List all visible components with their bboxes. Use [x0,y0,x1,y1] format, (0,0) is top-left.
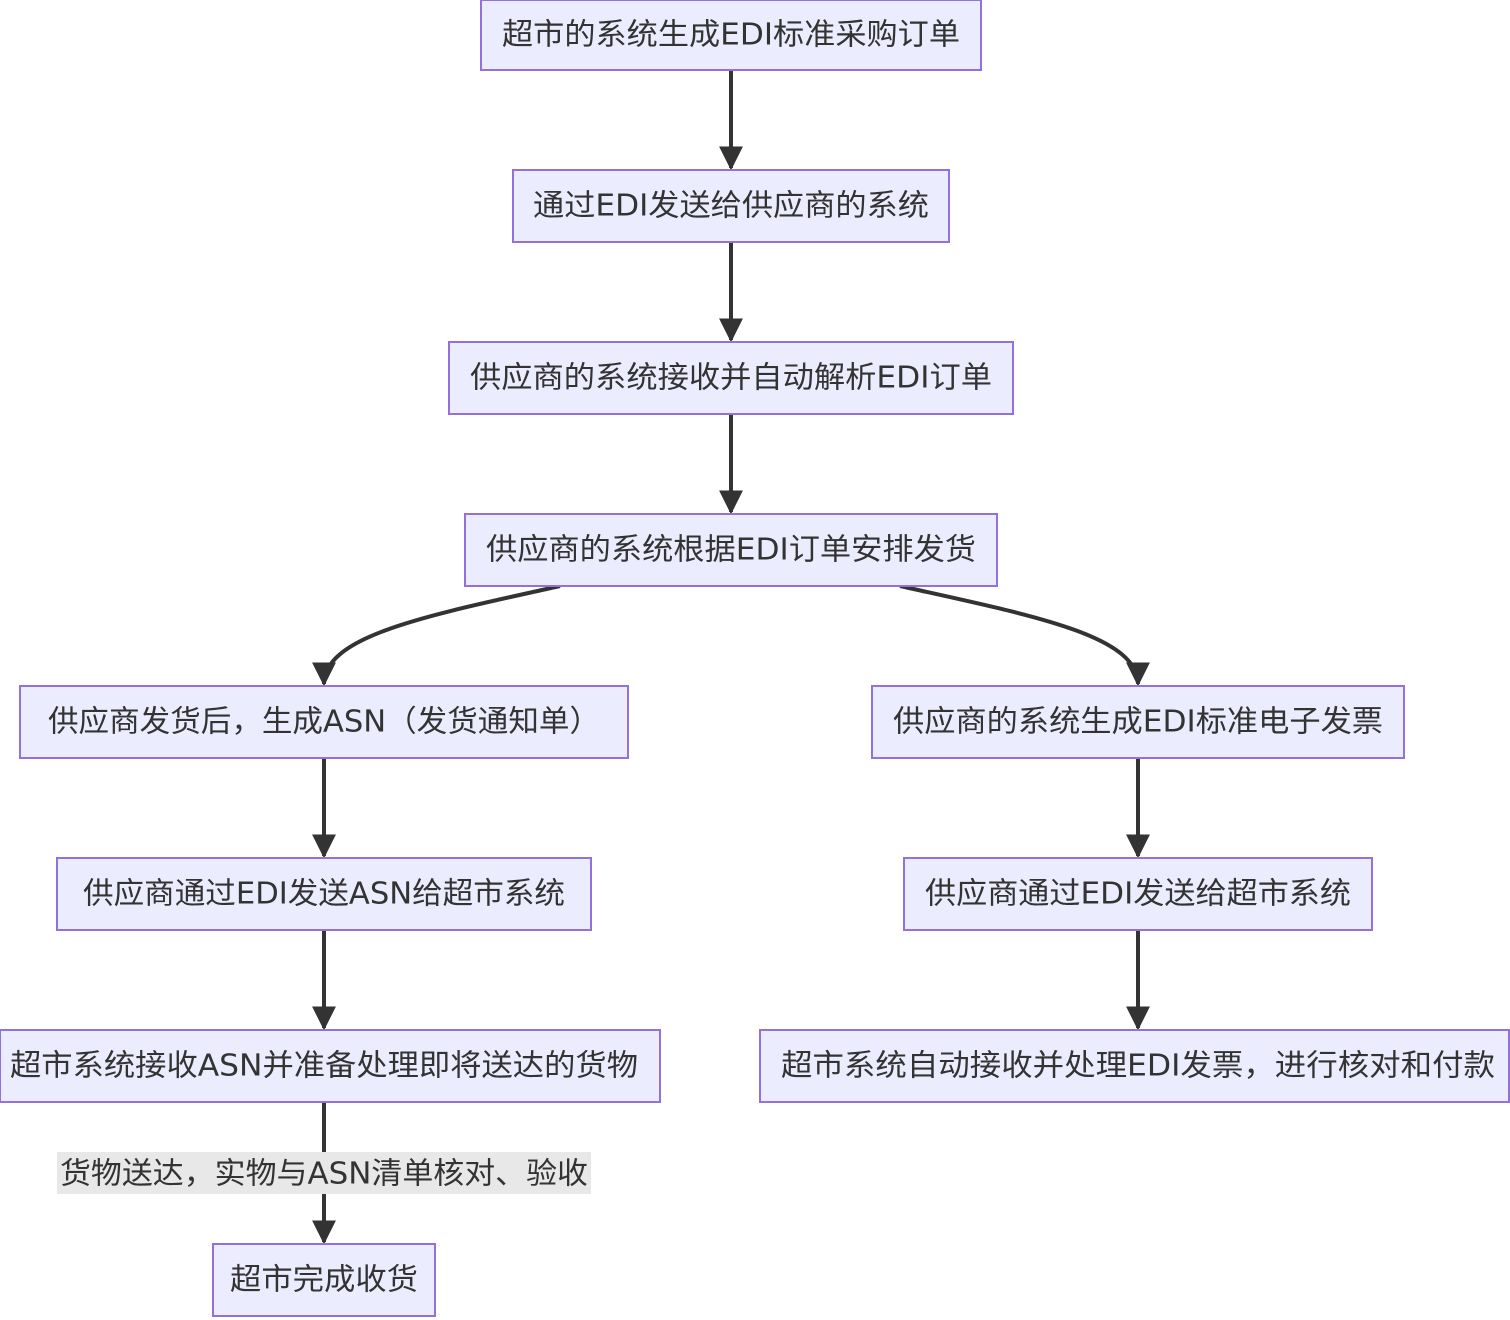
node-generate-invoice: 供应商的系统生成EDI标准电子发票 [871,685,1405,759]
edge-label-text: 货物送达，实物与ASN清单核对、验收 [60,1157,588,1192]
node-send-asn: 供应商通过EDI发送ASN给超市系统 [56,857,592,931]
node-complete-receipt-label: 超市完成收货 [230,1263,418,1298]
edge-n4-n5 [312,584,561,687]
node-receive-asn: 超市系统接收ASN并准备处理即将送达的货物 [0,1029,661,1103]
node-send-invoice: 供应商通过EDI发送给超市系统 [903,857,1373,931]
node-send-invoice-label: 供应商通过EDI发送给超市系统 [925,877,1351,912]
node-supplier-parse-label: 供应商的系统接收并自动解析EDI订单 [470,361,992,396]
edge-n4-n9 [899,584,1150,687]
edges [312,70,1150,1245]
node-supplier-parse: 供应商的系统接收并自动解析EDI订单 [448,341,1014,415]
node-send-to-supplier-label: 通过EDI发送给供应商的系统 [533,189,929,224]
node-send-to-supplier: 通过EDI发送给供应商的系统 [512,169,950,243]
node-complete-receipt: 超市完成收货 [212,1243,436,1317]
edge-label-background [57,1152,591,1194]
node-generate-invoice-label: 供应商的系统生成EDI标准电子发票 [893,705,1383,740]
node-create-po: 超市的系统生成EDI标准采购订单 [480,0,982,71]
node-arrange-shipment: 供应商的系统根据EDI订单安排发货 [464,513,998,587]
node-generate-asn-label: 供应商发货后，生成ASN（发货通知单） [48,705,600,740]
node-process-invoice: 超市系统自动接收并处理EDI发票，进行核对和付款 [759,1029,1510,1103]
edge-label-n7-n8: 货物送达，实物与ASN清单核对、验收 [57,1152,591,1194]
node-arrange-shipment-label: 供应商的系统根据EDI订单安排发货 [486,533,976,568]
node-receive-asn-label: 超市系统接收ASN并准备处理即将送达的货物 [10,1049,638,1084]
node-send-asn-label: 供应商通过EDI发送ASN给超市系统 [83,877,565,912]
node-process-invoice-label: 超市系统自动接收并处理EDI发票，进行核对和付款 [781,1049,1495,1084]
node-create-po-label: 超市的系统生成EDI标准采购订单 [502,18,960,53]
node-generate-asn: 供应商发货后，生成ASN（发货通知单） [19,685,629,759]
